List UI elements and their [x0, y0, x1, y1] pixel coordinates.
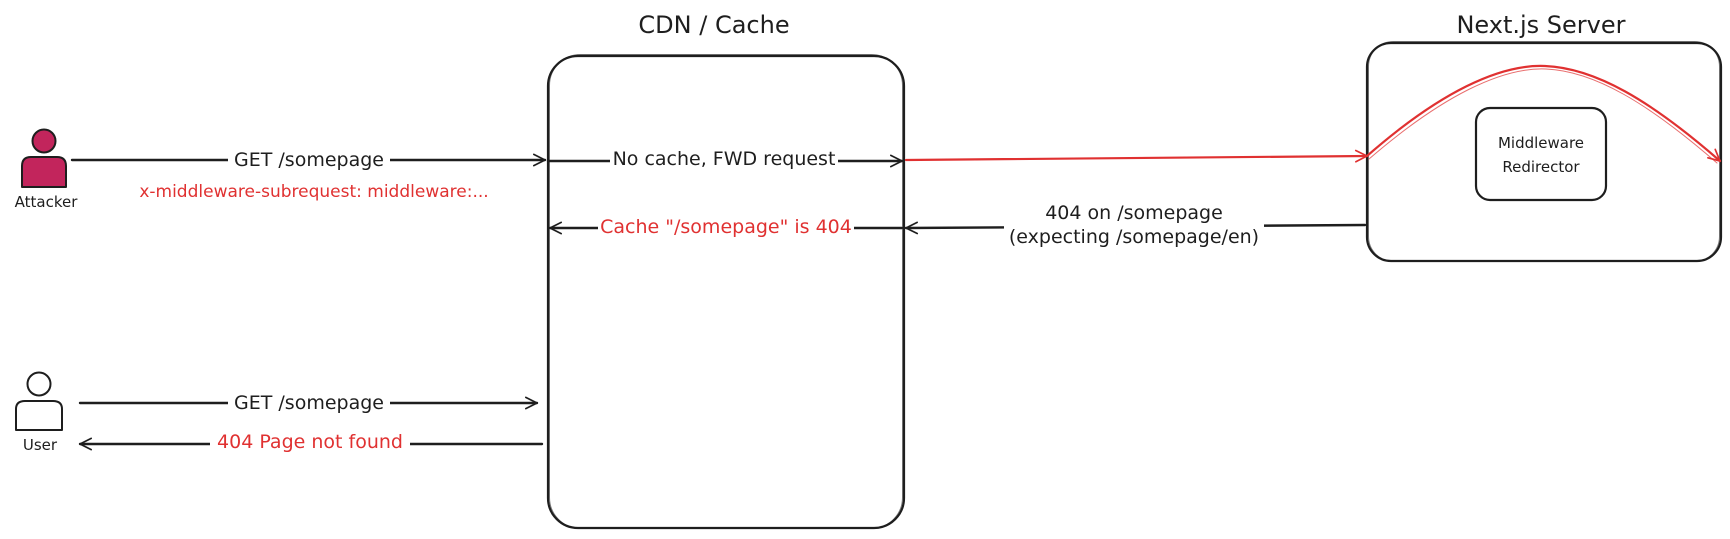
attacker-label: Attacker: [15, 193, 79, 211]
user-icon: [15, 371, 63, 431]
cdn-cache-label: Cache "/somepage" is 404: [600, 216, 852, 238]
middleware-bypass-curve: [1365, 64, 1722, 163]
attacker-request-label-bg: [228, 148, 390, 172]
server-response-line1: 404 on /somepage: [1045, 202, 1223, 224]
user-response-label: 404 Page not found: [217, 431, 403, 453]
cdn-forward-label: No cache, FWD request: [613, 148, 836, 170]
attacker-icon: [21, 128, 67, 188]
nextjs-server-title: Next.js Server: [1456, 11, 1625, 39]
cdn-cache-label-bg: [598, 215, 854, 241]
server-response-line2: (expecting /somepage/en): [1009, 226, 1259, 248]
middleware-redirector-box: [1474, 106, 1608, 202]
attacker-header-label: x-middleware-subrequest: middleware:...: [139, 182, 488, 202]
middleware-bypass-curve-shadow: [1368, 68, 1718, 164]
middleware-label-line1: Middleware: [1498, 134, 1584, 152]
attacker-request-label: GET /somepage: [234, 149, 384, 171]
user-request-label-bg: [228, 390, 390, 414]
user-request-label: GET /somepage: [234, 392, 384, 414]
middleware-label-line2: Redirector: [1502, 158, 1580, 176]
cdn-cache-title: CDN / Cache: [638, 11, 789, 39]
user-label: User: [23, 436, 58, 454]
forward-to-server-arrow: [904, 149, 1369, 163]
cdn-forward-label-bg: [610, 148, 838, 172]
server-response-label-bg: [1004, 196, 1264, 252]
user-response-label-bg: [210, 430, 410, 456]
cdn-cache-box: [546, 54, 906, 530]
